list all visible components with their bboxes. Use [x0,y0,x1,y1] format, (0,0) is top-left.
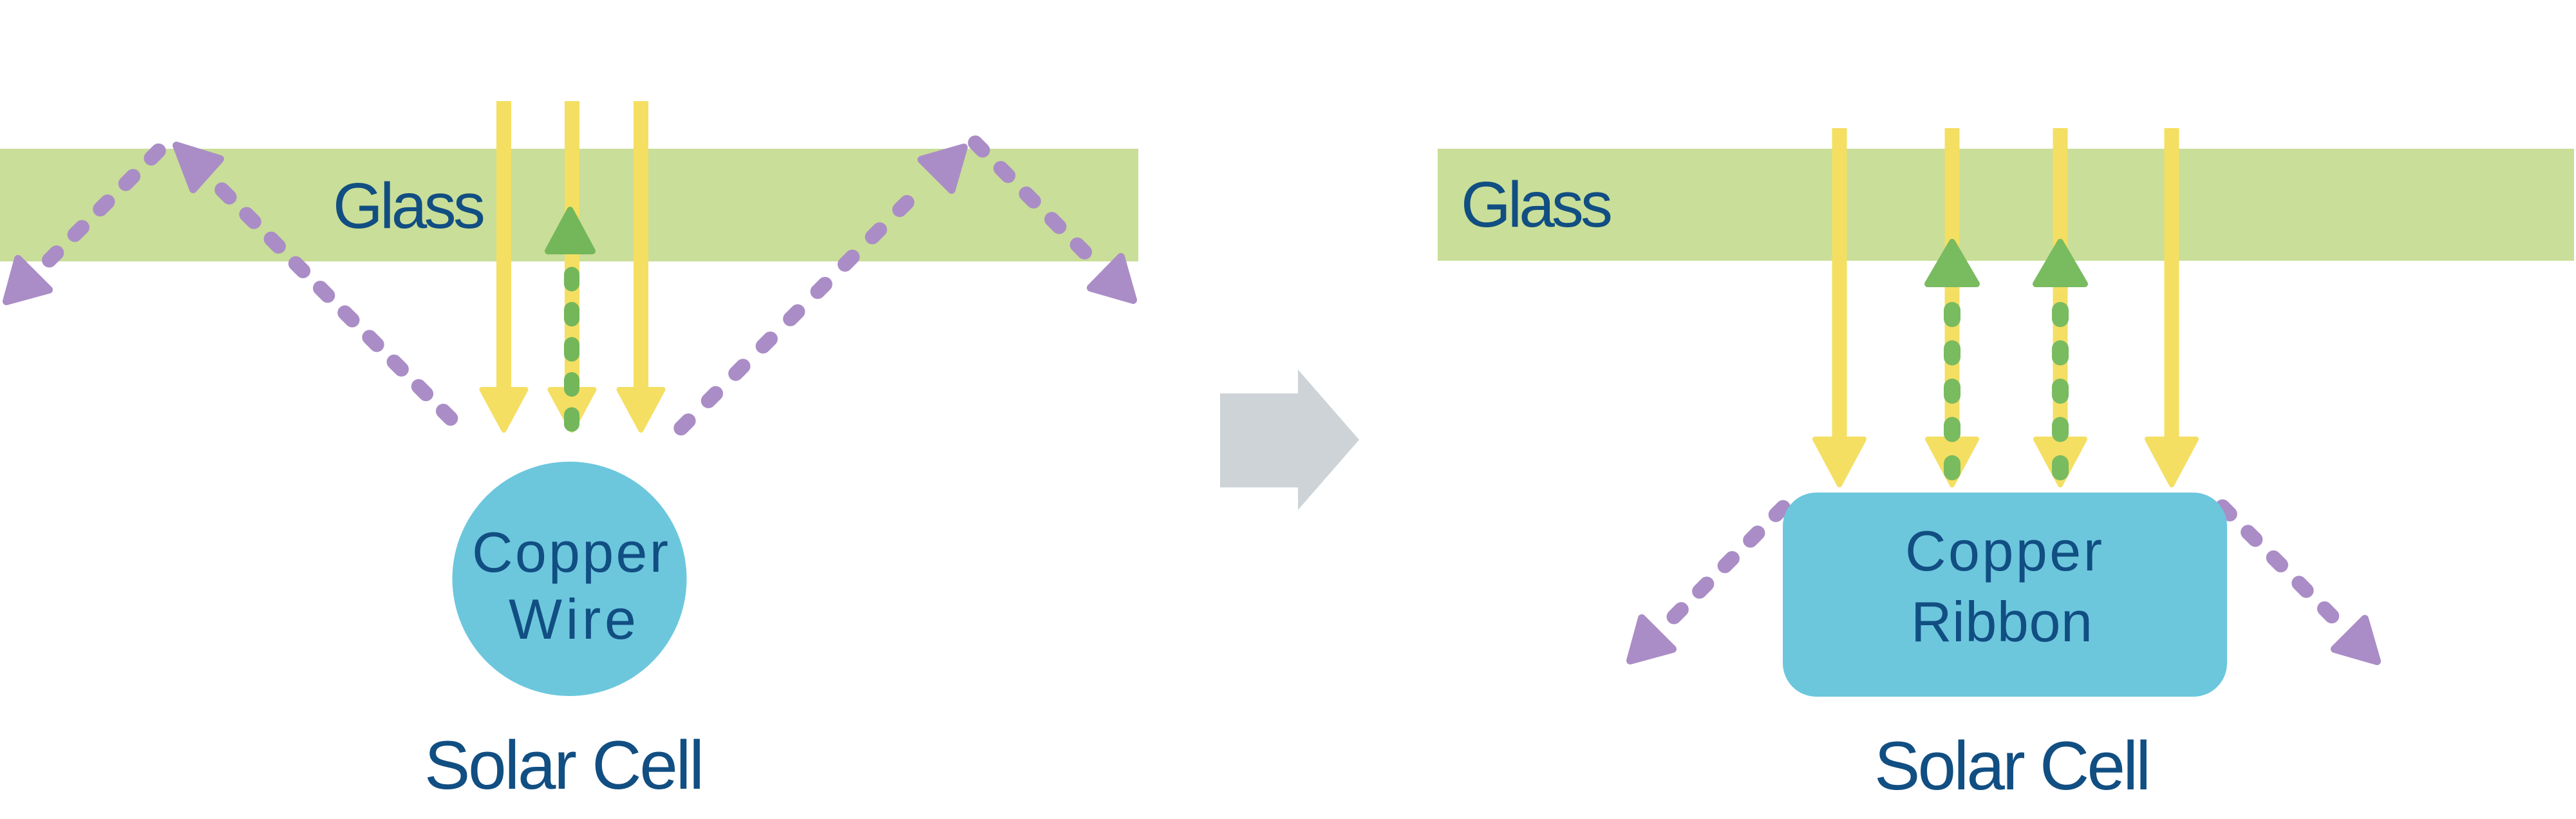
svg-text:Glass: Glass [1461,169,1613,241]
svg-text:Wire: Wire [509,587,636,651]
svg-text:Glass: Glass [333,170,485,242]
svg-text:Ribbon: Ribbon [1911,590,2092,654]
svg-text:Copper: Copper [1905,519,2102,583]
svg-text:Copper: Copper [472,520,668,584]
svg-text:Solar Cell: Solar Cell [1874,727,2151,804]
svg-text:Solar Cell: Solar Cell [424,726,704,804]
